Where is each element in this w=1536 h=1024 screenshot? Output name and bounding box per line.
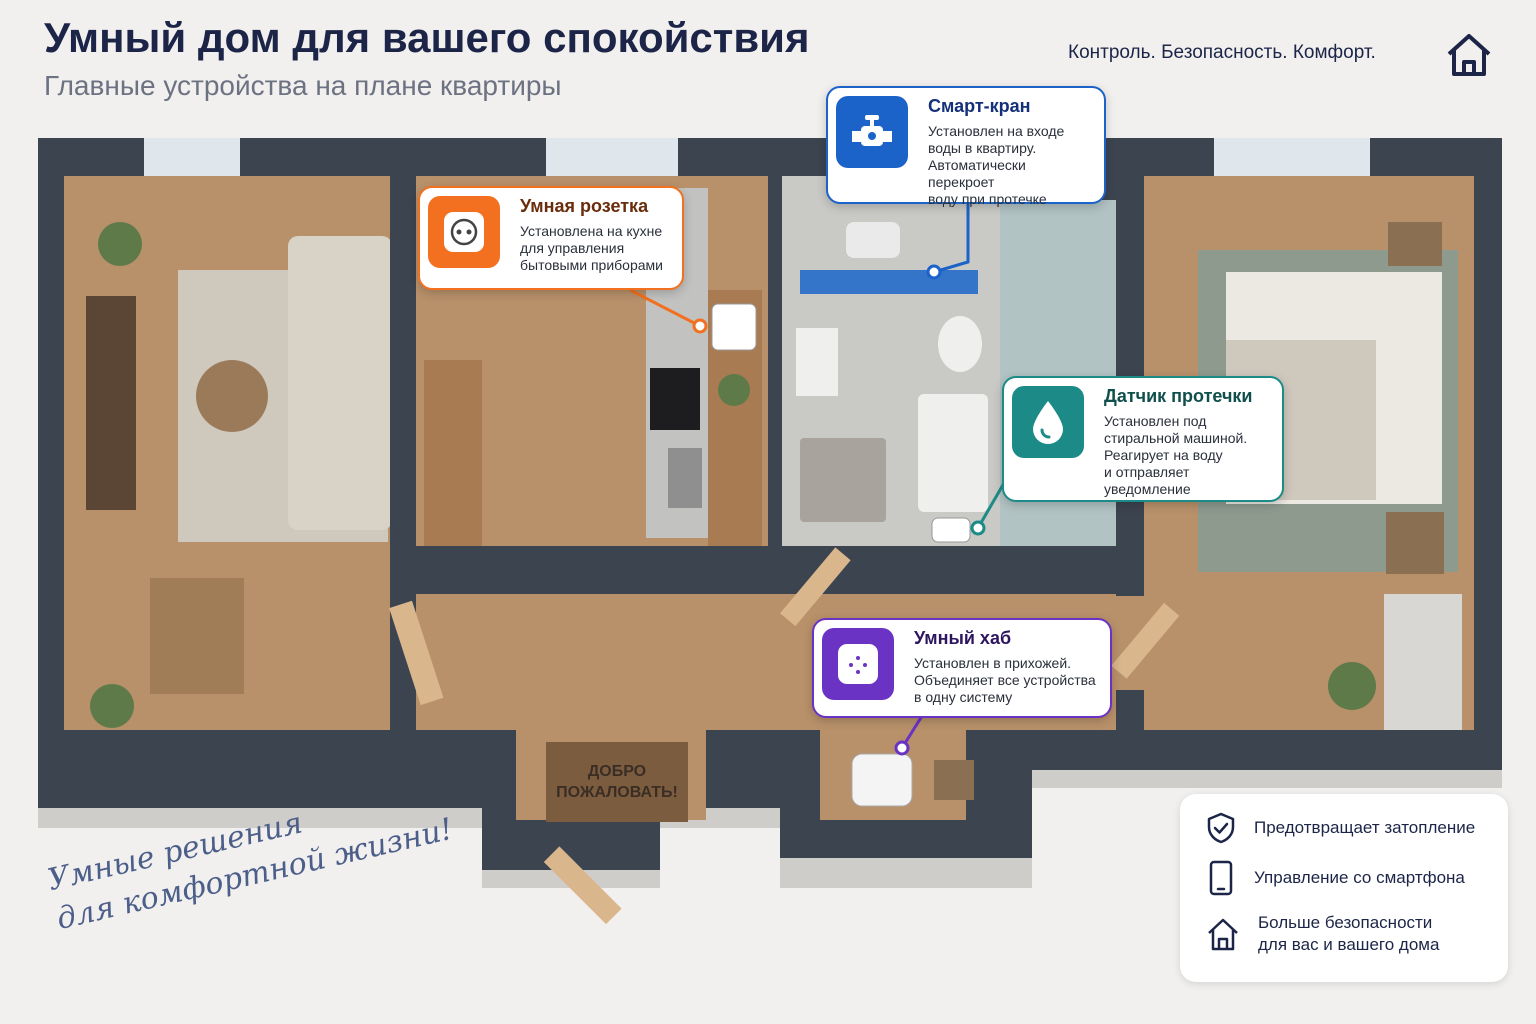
dining-table: [150, 578, 244, 694]
smart-socket-device: [711, 303, 757, 351]
tagline: Контроль. Безопасность. Комфорт.: [1068, 42, 1376, 63]
shield-check-icon: [1207, 812, 1235, 844]
smartphone-icon: [1209, 860, 1233, 896]
valve-icon: [836, 96, 908, 168]
hub-icon: [822, 628, 894, 700]
smart-valve-device: [846, 222, 900, 258]
leak-sensor-device: [931, 517, 971, 543]
callout-title: Умный хаб: [914, 628, 1012, 648]
callout-text: Установлена на кухне для управления быто…: [520, 223, 663, 273]
callout-text: Установлен под стиральной машиной. Реаги…: [1104, 413, 1248, 497]
callout-smart-valve: Смарт-кран Установлен на входе воды в кв…: [826, 86, 1106, 207]
benefit-item: Больше безопасности для вас и вашего дом…: [1206, 912, 1439, 956]
page-title: Умный дом для вашего спокойствия: [44, 14, 810, 61]
benefit-text: Предотвращает затопление: [1254, 818, 1476, 837]
cooktop: [650, 368, 700, 430]
washing-machine: [918, 394, 988, 512]
callout-smart-socket: Умная розетка Установлена на кухне для у…: [418, 186, 684, 290]
benefit-item: Предотвращает затопление: [1206, 812, 1475, 844]
smart-hub-device: [851, 753, 913, 807]
socket-icon: [428, 196, 500, 268]
callout-title: Датчик протечки: [1104, 386, 1253, 406]
page-subtitle: Главные устройства на плане квартиры: [44, 70, 562, 101]
callout-leak-sensor: Датчик протечки Установлен под стирально…: [1002, 376, 1284, 502]
water-drop-icon: [1012, 386, 1084, 458]
benefit-text: Больше безопасности для вас и вашего дом…: [1258, 913, 1440, 954]
callout-text: Установлен в прихожей. Объединяет все ус…: [914, 655, 1096, 705]
doormat-text: ДОБРО ПОЖАЛОВАТЬ!: [556, 763, 678, 801]
home-icon: [1208, 918, 1238, 951]
sofa: [288, 236, 392, 530]
callout-title: Умная розетка: [520, 196, 649, 216]
benefit-item: Управление со смартфона: [1206, 860, 1465, 896]
callout-title: Смарт-кран: [928, 96, 1031, 116]
callout-smart-hub: Умный хаб Установлен в прихожей. Объедин…: [812, 618, 1112, 718]
doormat: [546, 742, 688, 822]
benefit-text: Управление со смартфона: [1254, 868, 1465, 887]
callout-text: Установлен на входе воды в квартиру. Авт…: [928, 123, 1065, 207]
benefits-panel: Предотвращает затопление Управление со с…: [1180, 794, 1508, 982]
home-icon: [1447, 34, 1491, 76]
coffee-table: [196, 360, 268, 432]
